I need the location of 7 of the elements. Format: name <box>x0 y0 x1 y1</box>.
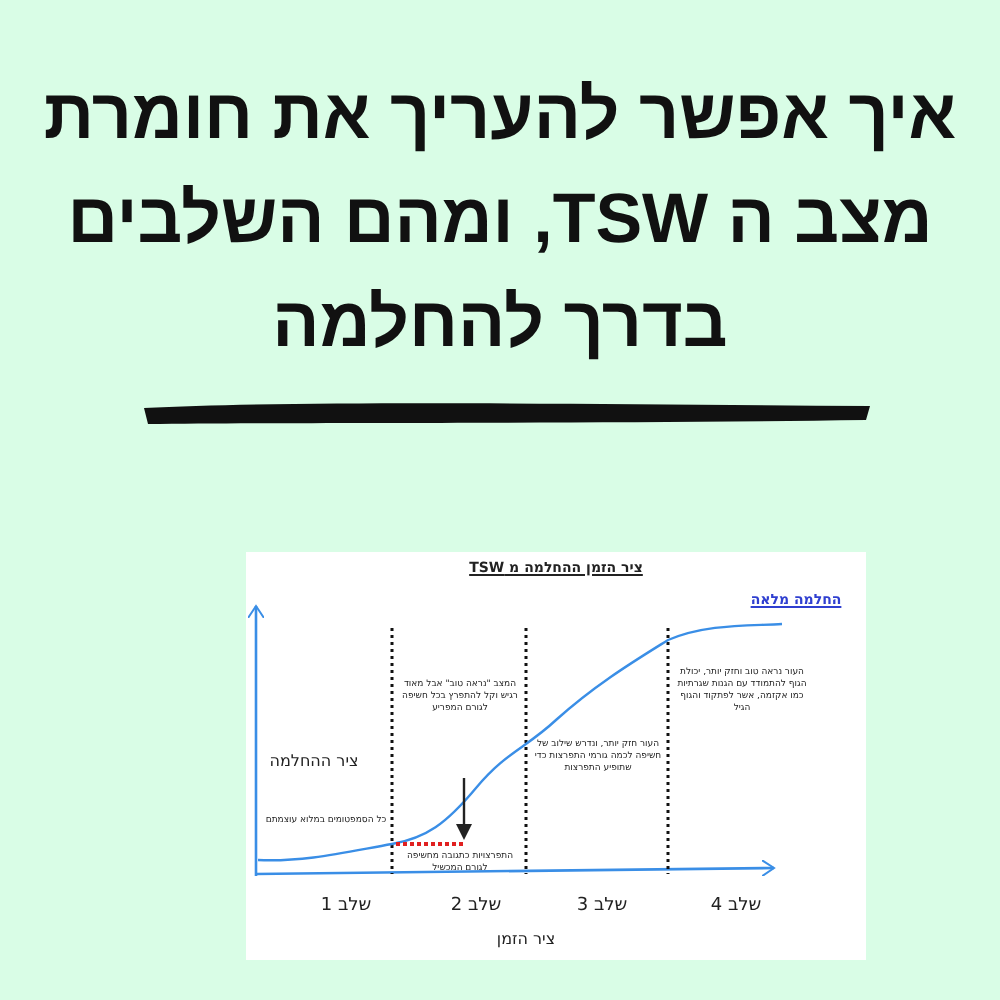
stage-label: שלב 3 <box>574 894 630 919</box>
title: איך אפשר להעריך את חומרת מצב ה TSW, ומהם השלבים בדרך להחלמה <box>41 74 959 366</box>
x-axis-label: ציר הזמן <box>494 930 558 952</box>
stage-label: שלב 2 <box>448 894 504 919</box>
stage-label: שלב 1 <box>318 894 374 919</box>
stage-label: שלב 4 <box>708 894 764 919</box>
y-axis-label: ציר ההחלמה <box>267 752 361 774</box>
